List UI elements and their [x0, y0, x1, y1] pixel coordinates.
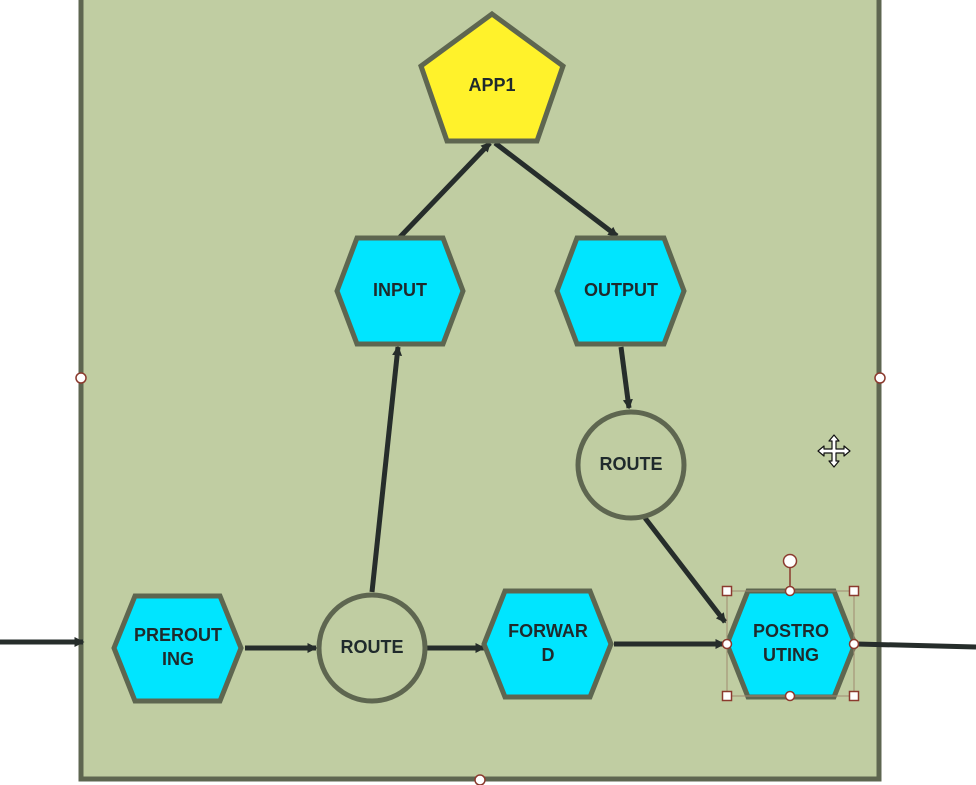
label-line: ROUTE: [341, 637, 404, 657]
container-handle-bottom[interactable]: [474, 774, 486, 785]
node-prerouting[interactable]: PREROUT ING: [111, 593, 244, 704]
label-line: D: [542, 645, 555, 665]
route-bottom-shape[interactable]: [316, 592, 428, 704]
node-forward[interactable]: FORWAR D: [481, 588, 614, 700]
prerouting-shape[interactable]: [111, 593, 244, 704]
resize-handle-bottom-right[interactable]: [848, 690, 860, 702]
app1-label: APP1: [468, 75, 515, 95]
route-right-shape[interactable]: [575, 409, 687, 521]
prerouting-label: PREROUT ING: [134, 625, 222, 669]
node-postrouting[interactable]: POSTRO UTING: [724, 588, 858, 700]
app1-shape[interactable]: [418, 10, 566, 144]
edge-output-to-route[interactable]: [618, 346, 633, 410]
label-line: APP1: [468, 75, 515, 95]
node-route-bottom[interactable]: ROUTE: [316, 592, 428, 704]
edge-input-to-app1[interactable]: [398, 141, 492, 239]
resize-handle-bottom-left[interactable]: [721, 690, 733, 702]
node-output[interactable]: OUTPUT: [554, 235, 687, 347]
edges: [0, 141, 976, 653]
postrouting-label: POSTRO UTING: [753, 621, 829, 665]
container-handle-left[interactable]: [75, 372, 87, 384]
label-line: OUTPUT: [584, 280, 658, 300]
forward-label: FORWAR D: [508, 621, 588, 665]
input-label: INPUT: [373, 280, 427, 300]
node-input[interactable]: INPUT: [334, 235, 466, 347]
edge-route-to-postrouting[interactable]: [643, 516, 727, 624]
label-line: PREROUT: [134, 625, 222, 645]
resize-handle-bottom[interactable]: [784, 690, 796, 702]
label-line: POSTRO: [753, 621, 829, 641]
route-right-label: ROUTE: [600, 454, 663, 474]
label-line: ING: [162, 649, 194, 669]
resize-handle-top-left[interactable]: [721, 585, 733, 597]
node-app1[interactable]: APP1: [418, 10, 566, 144]
label-line: INPUT: [373, 280, 427, 300]
selection-frame[interactable]: [721, 553, 860, 702]
rotate-handle[interactable]: [782, 553, 798, 569]
label-line: UTING: [763, 645, 819, 665]
node-route-right[interactable]: ROUTE: [575, 409, 687, 521]
label-line: FORWAR: [508, 621, 588, 641]
output-shape[interactable]: [554, 235, 687, 347]
edge-postrouting-to-out[interactable]: [856, 641, 976, 650]
resize-handle-top-right[interactable]: [848, 585, 860, 597]
route-bottom-label: ROUTE: [341, 637, 404, 657]
forward-shape[interactable]: [481, 588, 614, 700]
resize-handle-top[interactable]: [784, 585, 796, 597]
container-handle-right[interactable]: [874, 372, 886, 384]
edge-route-to-input[interactable]: [369, 345, 403, 593]
move-cursor-icon: [817, 434, 851, 468]
label-line: ROUTE: [600, 454, 663, 474]
output-label: OUTPUT: [584, 280, 658, 300]
input-shape[interactable]: [334, 235, 466, 347]
resize-handle-left[interactable]: [721, 638, 733, 650]
edge-app1-to-output[interactable]: [493, 141, 619, 238]
resize-handle-right[interactable]: [848, 638, 860, 650]
